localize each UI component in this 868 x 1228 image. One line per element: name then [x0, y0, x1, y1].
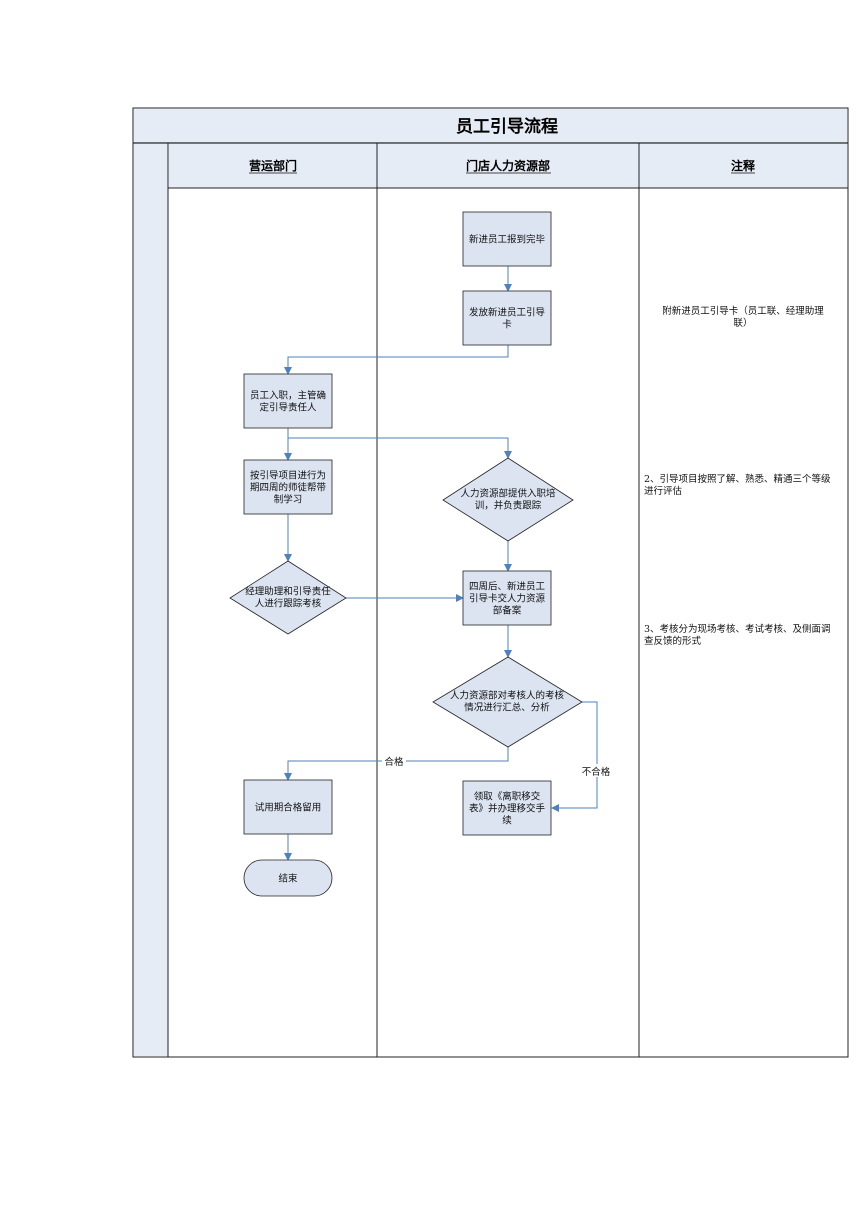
edge-n2-n3 — [284, 345, 509, 375]
notes.note1-line-1: 附新进员工引导卡（员工联、经理助理 — [662, 305, 824, 317]
process-box-n4 — [243, 459, 333, 515]
node-labels: 新进员工报到完毕发放新进员工引导卡员工入职，主管确定引导责任人按引导项目进行为期… — [245, 234, 564, 885]
nodes.n11-line-1: 结束 — [278, 873, 298, 885]
lane-header-row — [169, 144, 847, 188]
process-box-n9 — [243, 779, 333, 835]
lane-header-ops: 营运部门 — [249, 158, 297, 173]
notes.note3-line-2: 查反馈的形式 — [644, 635, 702, 647]
decision-diamond-n5 — [442, 457, 574, 542]
nodes.n5-line-2: 训，并负责跟踪 — [475, 500, 542, 512]
edge-n8-n10 — [551, 701, 598, 812]
edge-label-pass: 合格 — [384, 756, 404, 768]
nodes.n9-line-1: 试用期合格留用 — [255, 802, 322, 814]
nodes.n4-line-3: 制学习 — [274, 494, 303, 506]
nodes.n1-line-1: 新进员工报到完毕 — [469, 234, 546, 246]
notes.note3-line-1: 3、考核分为现场考核、考试考核、及侧面调 — [644, 623, 831, 635]
notes.note2-line-2: 进行评估 — [644, 485, 683, 497]
edge-n3-n5 — [288, 437, 512, 459]
nodes.n8-line-2: 情况进行汇总、分析 — [464, 702, 550, 714]
nodes.n8-line-1: 人力资源部对考核人的考核 — [450, 690, 565, 702]
lane-header-hr: 门店人力资源部 — [466, 158, 550, 173]
decision-diamond-n8 — [432, 656, 583, 748]
process-box-n2 — [462, 290, 552, 346]
nodes.n4-line-2: 期四周的师徒帮带 — [250, 482, 327, 494]
nodes.n6-line-1: 经理助理和引导责任 — [245, 586, 331, 598]
decision-diamond-n6 — [229, 560, 347, 635]
nodes.n2-line-2: 卡 — [502, 319, 512, 331]
edge-label-fail: 不合格 — [582, 766, 611, 778]
nodes.n10-line-3: 续 — [502, 815, 512, 827]
nodes.n7-line-3: 部备案 — [493, 605, 522, 617]
nodes.n5-line-1: 人力资源部提供入职培 — [460, 488, 556, 500]
nodes.n2-line-1: 发放新进员工引导 — [469, 307, 545, 319]
left-gutter — [134, 144, 168, 1056]
nodes — [229, 211, 583, 897]
notes.note2-line-1: 2、引导项目按照了解、熟悉、精通三个等级 — [644, 473, 831, 485]
process-box-n10 — [462, 780, 552, 836]
nodes.n7-line-2: 引导卡交人力资源 — [469, 593, 546, 605]
process-box-n7 — [462, 570, 552, 626]
nodes.n10-line-1: 领取《离职移交 — [474, 791, 541, 803]
nodes.n10-line-2: 表》并办理移交手 — [469, 803, 546, 815]
nodes.n4-line-1: 按引导项目进行为 — [250, 470, 326, 482]
terminal-node-n11 — [243, 859, 333, 897]
page-title: 员工引导流程 — [456, 116, 558, 137]
process-box-n1 — [462, 211, 552, 267]
nodes.n6-line-2: 人进行跟踪考核 — [255, 598, 322, 610]
nodes.n3-line-2: 定引导责任人 — [259, 402, 317, 414]
title-bar — [134, 109, 847, 143]
process-box-n3 — [243, 373, 333, 429]
nodes.n7-line-1: 四周后、新进员工 — [469, 581, 546, 593]
notes.note1-line-2: 联） — [733, 317, 752, 329]
lane-header-notes: 注释 — [731, 158, 756, 173]
nodes.n3-line-1: 员工入职，主管确 — [250, 390, 326, 402]
